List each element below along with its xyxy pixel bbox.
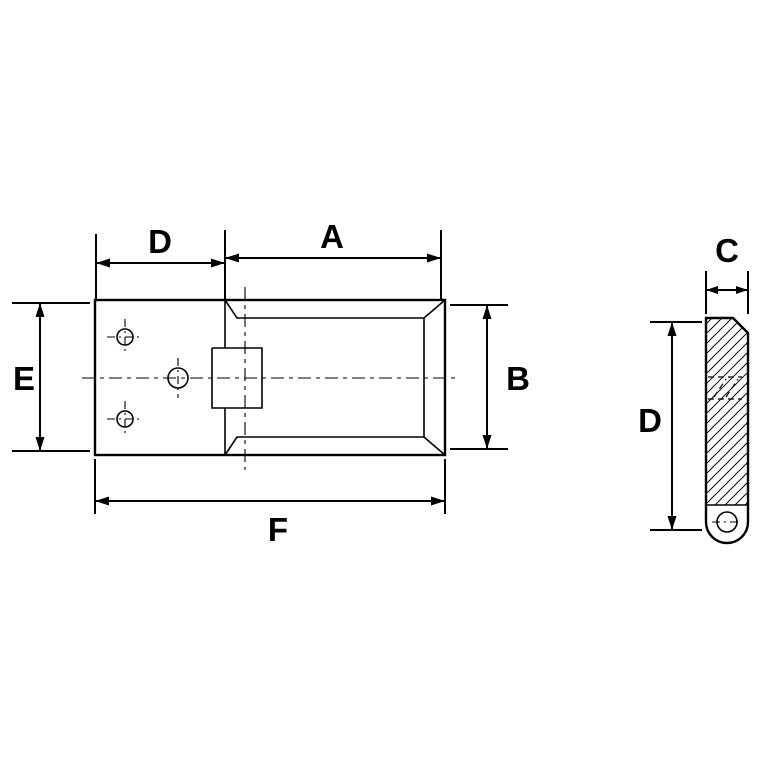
blade-bevel-lines bbox=[224, 299, 446, 456]
dimension-label-front-e: E bbox=[13, 360, 35, 397]
dimension-front-d-arrowheads bbox=[96, 258, 225, 268]
dimension-label-front-b: B bbox=[506, 360, 530, 397]
dimension-front-b-lines bbox=[450, 304, 508, 450]
dimension-front-d-lines bbox=[95, 230, 226, 299]
dimension-front-f: F bbox=[94, 459, 446, 548]
front-outline bbox=[93, 298, 447, 457]
dimension-front-f-lines bbox=[94, 459, 446, 514]
dimension-side-c-arrowheads bbox=[706, 286, 748, 294]
hole-crosshairs bbox=[107, 319, 179, 437]
side-outline bbox=[704, 316, 750, 545]
dimension-front-a-lines bbox=[225, 230, 442, 299]
dimension-side-c: C bbox=[705, 232, 749, 314]
side-hatching bbox=[705, 317, 749, 506]
dimension-front-d: D bbox=[95, 223, 226, 299]
dimension-label-front-f: F bbox=[268, 511, 288, 548]
dimension-front-e-lines bbox=[12, 302, 90, 452]
dimension-front-a: A bbox=[225, 218, 442, 299]
dimension-front-b: B bbox=[450, 304, 530, 450]
dimension-label-side-d: D bbox=[638, 402, 662, 439]
side-view: C D bbox=[638, 232, 750, 545]
dimension-label-front-d: D bbox=[148, 223, 172, 260]
center-slot bbox=[211, 347, 263, 409]
dimension-front-e: E bbox=[12, 302, 90, 452]
dimension-label-front-a: A bbox=[320, 218, 344, 255]
dimension-label-side-c: C bbox=[715, 232, 739, 269]
dimension-side-d-lines bbox=[650, 321, 702, 531]
front-view: D A E B F bbox=[12, 218, 530, 548]
dimension-side-d: D bbox=[638, 321, 702, 531]
